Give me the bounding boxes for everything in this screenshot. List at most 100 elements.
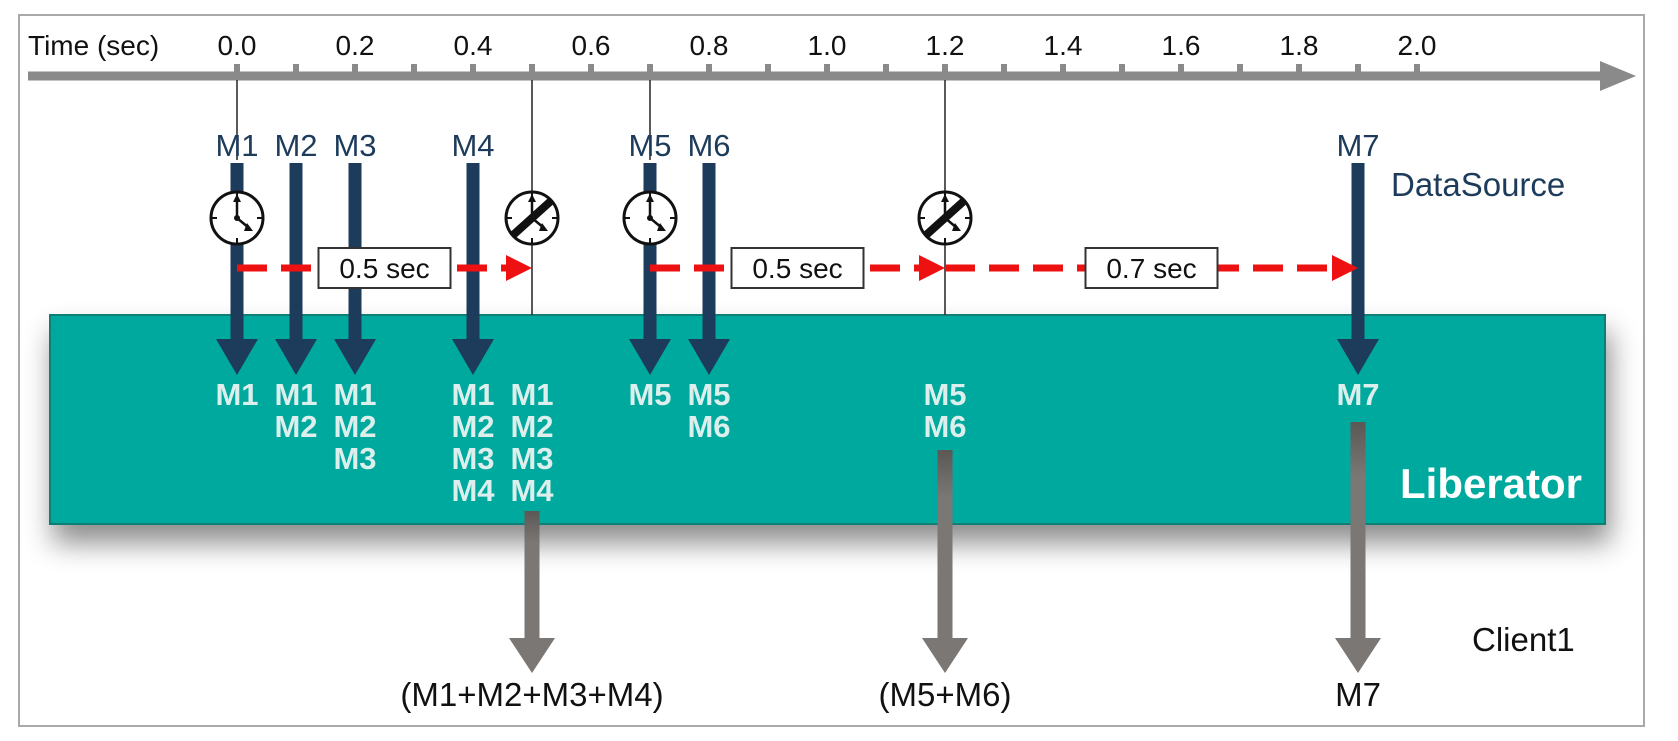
axis-tick [529,64,535,76]
tick-label: 0.8 [690,30,729,61]
clock-hand-tip [646,194,654,202]
axis-tick [942,64,948,76]
axis-tick [883,64,889,76]
message-label: M7 [1336,128,1379,163]
message-arrow-shaft [230,163,244,339]
timer-start-icon [622,190,678,246]
output-arrow-shaft [937,450,953,640]
axis-tick [1060,64,1066,76]
message-label: M5 [628,128,671,163]
axis-tick [234,64,240,76]
interval-label: 0.5 sec [339,253,429,284]
message-arrow-shaft [1351,163,1365,339]
axis-tick [824,64,830,76]
datasource-label: DataSource [1391,166,1565,203]
clock-hand-tip [539,223,548,231]
output-arrow-shaft [524,511,540,640]
buffered-message: M2 [333,409,376,444]
buffered-message: M3 [510,441,553,476]
interval-arrow-head [1332,255,1358,281]
axis-tick [588,64,594,76]
tick-label: 2.0 [1398,30,1437,61]
buffered-message: M1 [451,377,494,412]
clock-hand-tip [952,223,961,231]
timer-start-icon [209,190,265,246]
message-arrow-head [1337,339,1379,375]
buffered-message: M5 [687,377,730,412]
interval-arrow-head [506,255,532,281]
clock-hand-tip [657,223,666,231]
axis-tick [1296,64,1302,76]
message-arrow-shaft [466,163,480,339]
interval-label: 0.7 sec [1106,253,1196,284]
buffered-message: M4 [510,473,554,508]
timer-expiry-icon [504,190,560,246]
tick-label: 1.2 [926,30,965,61]
clock-hand-tip [941,194,949,202]
output-label: M7 [1335,676,1381,713]
message-arrow-head [275,339,317,375]
output-arrow-head [922,638,968,673]
tick-label: 1.8 [1280,30,1319,61]
message-arrow-shaft [643,163,657,339]
message-arrow-head [688,339,730,375]
tick-label: 0.4 [454,30,493,61]
buffered-message: M3 [451,441,494,476]
interval-label: 0.5 sec [752,253,842,284]
clock-hand-tip [528,194,536,202]
axis-tick [1414,64,1420,76]
axis-tick [706,64,712,76]
buffered-message: M2 [274,409,317,444]
timer-stop-slash [922,197,968,239]
buffered-message: M5 [628,377,671,412]
buffered-message: M5 [923,377,966,412]
tick-label: 1.4 [1044,30,1083,61]
tick-label: 0.2 [336,30,375,61]
buffered-message: M7 [1336,377,1379,412]
message-arrow-head [452,339,494,375]
interval-label-box [317,247,452,289]
buffered-message: M2 [451,409,494,444]
timer-stop-slash [509,197,555,239]
axis-tick [765,64,771,76]
axis-tick [352,64,358,76]
interval-label-box [730,247,865,289]
output-arrow-head [509,638,555,673]
message-label: M3 [333,128,376,163]
tick-label: 0.0 [218,30,257,61]
buffered-message: M6 [923,409,966,444]
interval-label-box [1084,247,1219,289]
buffered-message: M1 [333,377,376,412]
clock-hand-tip [244,223,253,231]
output-arrow-head [1335,638,1381,673]
axis-tick [1237,64,1243,76]
message-arrow-head [216,339,258,375]
output-label: (M1+M2+M3+M4) [400,676,663,713]
axis-label: Time (sec) [28,30,159,61]
buffered-message: M1 [215,377,258,412]
message-arrow-shaft [289,163,303,339]
message-arrow-shaft [702,163,716,339]
buffered-message: M1 [274,377,317,412]
message-label: M4 [451,128,494,163]
buffered-message: M6 [687,409,730,444]
buffered-message: M3 [333,441,376,476]
axis-tick [411,64,417,76]
axis-tick [470,64,476,76]
clock-pivot [647,215,653,221]
tick-label: 1.6 [1162,30,1201,61]
message-arrow-head [334,339,376,375]
axis-tick [1178,64,1184,76]
client-label: Client1 [1472,621,1575,658]
tick-label: 0.6 [572,30,611,61]
buffered-message: M2 [510,409,553,444]
time-axis [28,61,1636,91]
message-arrow-head [629,339,671,375]
axis-tick [1001,64,1007,76]
message-label: M1 [215,128,258,163]
liberator-label: Liberator [1400,460,1582,507]
output-label: (M5+M6) [879,676,1012,713]
output-arrow-shaft [1350,422,1366,640]
message-label: M2 [274,128,317,163]
tick-label: 1.0 [808,30,847,61]
